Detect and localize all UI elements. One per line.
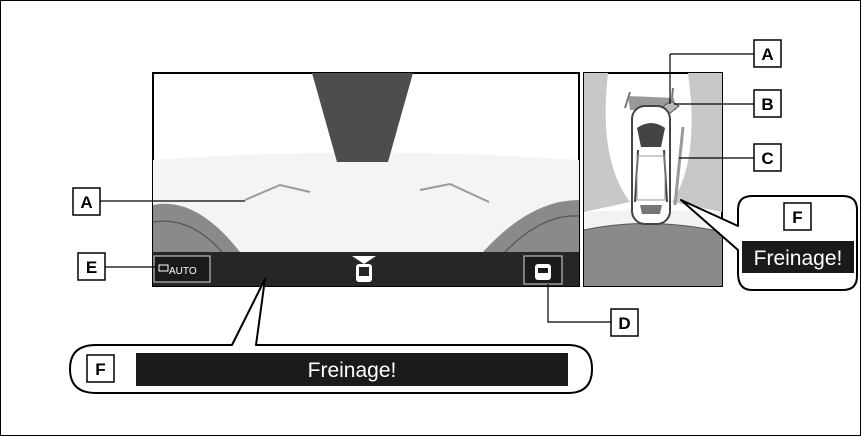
main-camera-view: AUTO [153,73,579,286]
callout-e: E [78,253,105,280]
svg-text:A: A [761,45,773,64]
svg-text:F: F [792,208,802,227]
svg-text:E: E [86,258,97,277]
warning-message-side: Freinage! [754,247,843,270]
callout-b: B [754,90,781,117]
callout-a-left: A [73,188,100,215]
rear-ground-area [584,223,722,286]
view-mode-label: AUTO [169,266,197,277]
svg-text:F: F [95,360,105,379]
view-mode-button[interactable]: AUTO [154,256,210,282]
svg-text:D: D [618,314,630,333]
callout-c: C [754,144,781,171]
callout-d: D [611,309,638,336]
svg-text:B: B [761,95,773,114]
warning-zoom-bubble-main: F Freinage! [70,279,592,393]
display-switch-button[interactable] [524,256,562,284]
vehicle-top-view [632,106,670,224]
svg-text:C: C [761,149,773,168]
top-down-view [584,73,722,286]
svg-text:A: A [80,193,92,212]
warning-message-main: Freinage! [308,359,397,382]
car-icon [535,264,551,280]
callout-a-top: A [754,40,781,67]
